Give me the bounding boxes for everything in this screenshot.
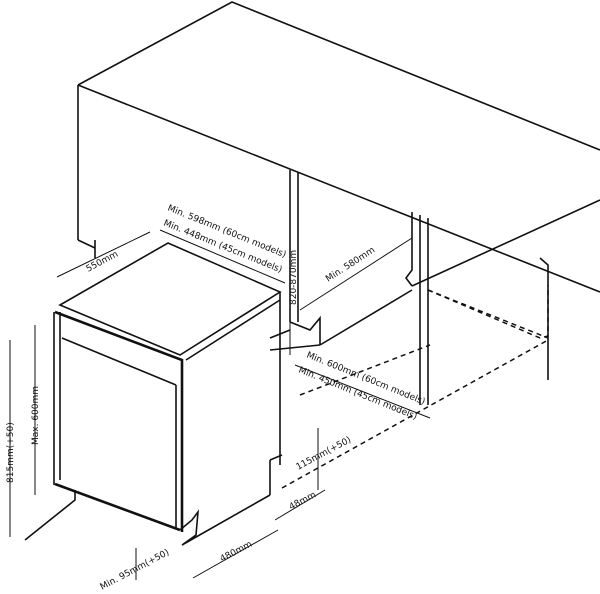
label-door-height: Max. 600mm — [31, 386, 41, 445]
label-cabinet-depth: 550mm — [85, 250, 120, 275]
label-base-depth: 480mm — [219, 540, 254, 565]
label-total-height: 815mm(+50) — [6, 422, 16, 483]
label-counter-height: 820-870mm — [289, 250, 299, 305]
floor-outline-dashed — [281, 285, 549, 489]
label-back-gap: 48mm — [288, 490, 318, 512]
label-plinth-min: Min. 95mm(+50) — [99, 548, 171, 593]
label-min-depth: Min. 580mm — [324, 245, 377, 284]
label-plinth-adjust: 115mm(+50) — [295, 435, 353, 472]
dishwasher — [24, 242, 283, 546]
dimension-lines — [9, 178, 431, 580]
